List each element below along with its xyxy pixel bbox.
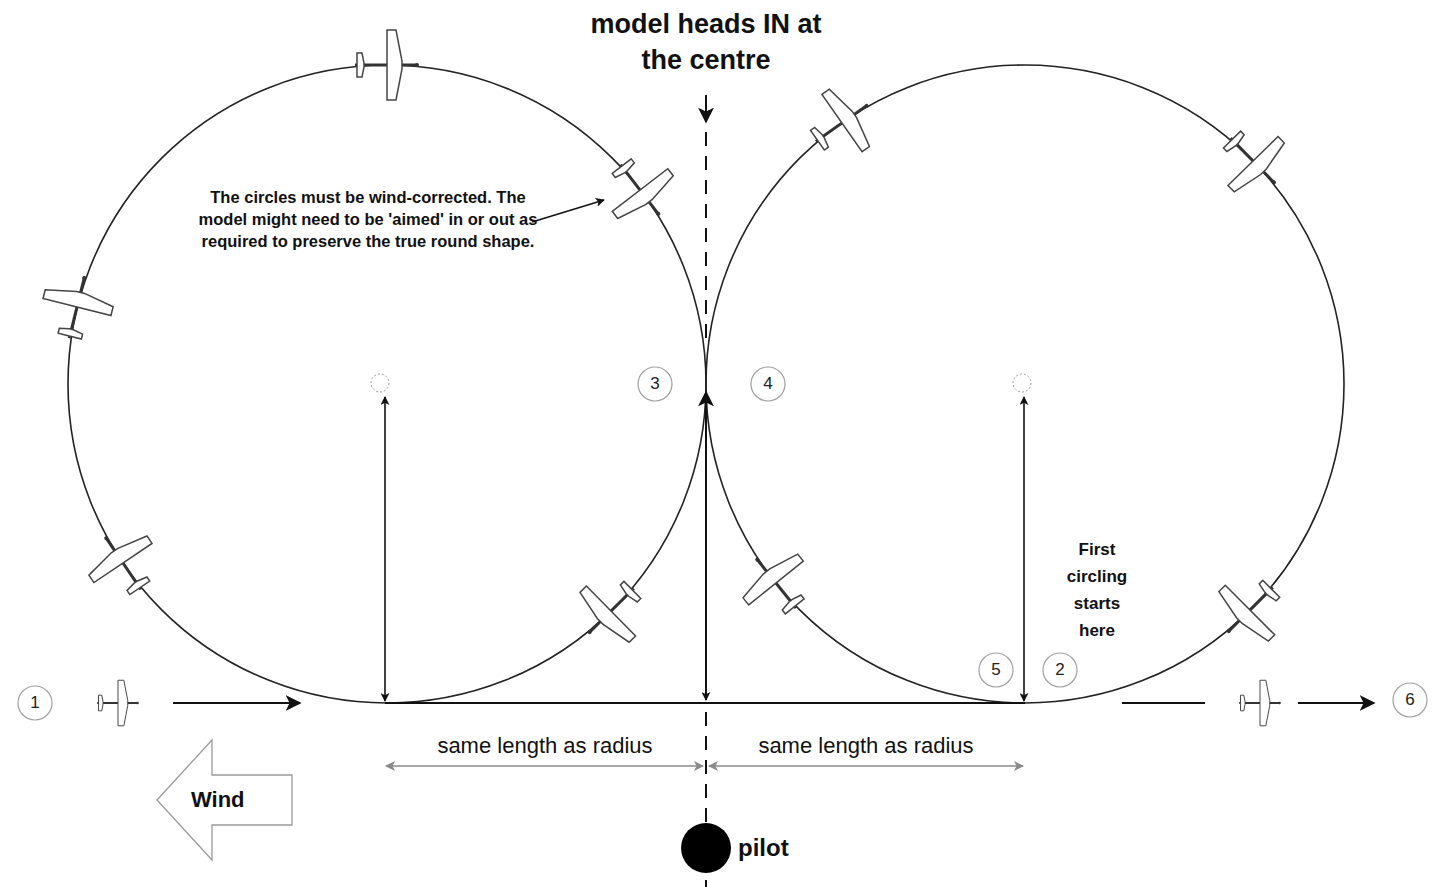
radius-arrow	[384, 397, 386, 701]
callout-number: 3	[637, 366, 673, 402]
centre-dashed-line	[705, 132, 707, 345]
pilot-label: pilot	[738, 833, 789, 863]
model-plane	[76, 517, 170, 609]
model-plane	[729, 536, 824, 630]
callout-circle	[18, 686, 52, 720]
leader-arrow	[532, 200, 604, 222]
start-note: First circling starts here	[1055, 536, 1139, 644]
wind-label: Wind	[191, 787, 245, 813]
callout-number: 5	[978, 652, 1014, 688]
callout-circle	[638, 367, 672, 401]
wind-arrow: Wind	[155, 738, 295, 862]
callout-number: 2	[1042, 652, 1078, 688]
model-plane	[1239, 680, 1281, 726]
left-circle	[68, 65, 706, 703]
dimension-arrow	[709, 765, 1023, 766]
pilot-dot	[681, 823, 731, 873]
callout-circle	[979, 653, 1013, 687]
model-plane	[35, 267, 118, 346]
model-plane	[1203, 563, 1298, 658]
dimension-label: same length as radius	[736, 733, 996, 759]
model-plane	[355, 30, 419, 100]
model-plane	[796, 76, 889, 170]
callout-text: 3	[650, 374, 659, 394]
callout-number: 4	[750, 366, 786, 402]
centre-mark	[1013, 374, 1031, 392]
radius-arrow	[1023, 397, 1025, 701]
exit-arrow	[1298, 702, 1374, 704]
wind-note: The circles must be wind-corrected. The …	[193, 186, 543, 252]
callout-number: 1	[17, 685, 53, 721]
centre-mark	[371, 374, 389, 392]
callout-text: 4	[763, 374, 772, 394]
model-plane	[593, 143, 687, 236]
model-plane	[97, 680, 139, 726]
callout-text: 1	[30, 693, 39, 713]
model-plane	[564, 564, 659, 659]
callout-circle	[751, 367, 785, 401]
dimension-arrow	[386, 765, 703, 766]
model-plane	[1206, 114, 1301, 209]
wind-arrow-shape	[157, 740, 292, 860]
heading-note: model heads IN at the centre	[581, 6, 831, 78]
callout-text: 6	[1405, 690, 1414, 710]
callout-circle	[1043, 653, 1077, 687]
centre-arrow	[705, 95, 707, 122]
callout-number: 6	[1392, 682, 1428, 718]
exit-line	[1122, 702, 1205, 704]
callout-text: 2	[1055, 660, 1064, 680]
pilot-marker: pilot	[680, 822, 789, 874]
callout-circle	[1393, 683, 1427, 717]
callout-text: 5	[991, 660, 1000, 680]
entry-arrow	[173, 702, 300, 704]
baseline	[385, 702, 1025, 704]
right-circle	[706, 65, 1344, 703]
centre-path-arrow	[705, 392, 707, 700]
dimension-label: same length as radius	[415, 733, 675, 759]
